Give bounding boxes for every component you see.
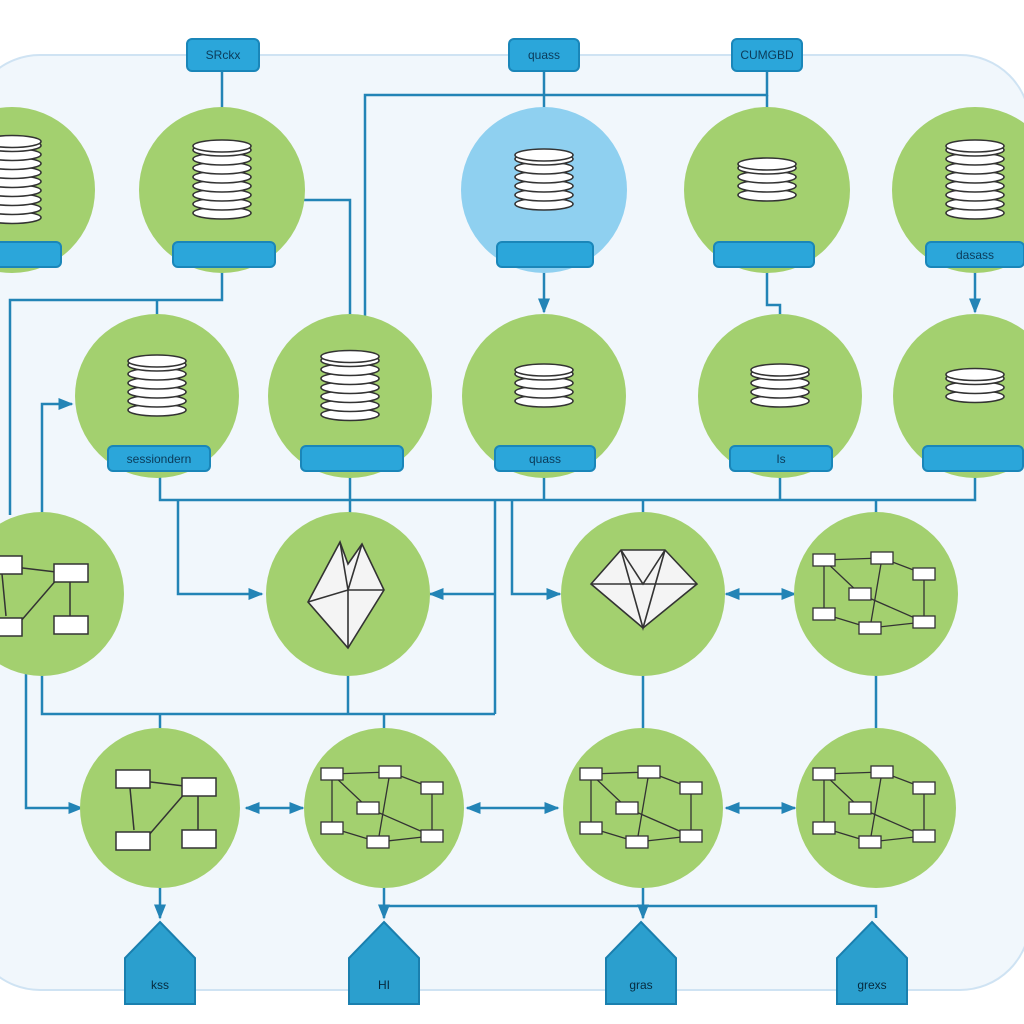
database-icon [737, 157, 797, 202]
database-icon [192, 139, 252, 220]
node-row2-2[interactable] [462, 314, 626, 478]
node-row4-0[interactable] [80, 728, 240, 888]
connector [158, 472, 977, 502]
database-icon [127, 354, 187, 417]
node-label-r2-4[interactable] [922, 445, 1024, 472]
node-label-r2-0[interactable]: sessiondern [107, 445, 211, 472]
network-graph-icon [812, 551, 936, 635]
database-icon [514, 148, 574, 211]
node-circle [80, 728, 240, 888]
output-label: kss [151, 978, 169, 992]
flowchart-icon [0, 555, 89, 637]
connector [765, 268, 782, 318]
node-label-r1-1[interactable] [172, 241, 276, 268]
database-icon [750, 363, 810, 408]
flowchart-icon [115, 769, 217, 851]
connector [24, 672, 84, 814]
output-node-kss[interactable]: kss [123, 920, 197, 1006]
output-node-grexs[interactable]: grexs [835, 920, 909, 1006]
node-label-r1-0[interactable] [0, 241, 62, 268]
node-row4-1[interactable] [304, 728, 464, 888]
node-label-r2-3[interactable]: Is [729, 445, 833, 472]
output-node-gras[interactable]: gras [604, 920, 678, 1006]
connector [8, 268, 224, 515]
database-icon [514, 363, 574, 408]
node-row1-2[interactable] [461, 107, 627, 273]
node-row2-3[interactable] [698, 314, 862, 478]
node-row4-3[interactable] [796, 728, 956, 888]
node-row1-3[interactable] [684, 107, 850, 273]
node-row1-1[interactable] [139, 107, 305, 273]
connector [40, 398, 74, 520]
top-label-srckx[interactable]: SRckx [186, 38, 260, 72]
output-node-hi[interactable]: HI [347, 920, 421, 1006]
connector [40, 672, 495, 716]
node-row3-0[interactable] [0, 512, 124, 676]
database-icon [945, 367, 1005, 404]
output-shape [348, 920, 420, 1005]
node-row2-4[interactable] [893, 314, 1024, 478]
database-icon [945, 139, 1005, 220]
node-row2-0[interactable] [75, 314, 239, 478]
crystal-icon [307, 540, 385, 650]
node-row1-0[interactable] [0, 107, 95, 273]
connector [176, 500, 264, 600]
node-row3-1[interactable] [266, 512, 430, 676]
database-icon [320, 349, 380, 422]
output-label: grexs [857, 978, 887, 992]
connectors [8, 72, 981, 920]
node-row1-4[interactable] [892, 107, 1024, 273]
connector [384, 904, 878, 918]
network-graph-icon [320, 765, 444, 849]
database-icon [0, 134, 42, 225]
top-label-cumgbd[interactable]: CUMGBD [731, 38, 803, 72]
node-row3-2[interactable] [561, 512, 725, 676]
network-graph-icon [812, 765, 936, 849]
connector [363, 72, 769, 318]
output-shape [605, 920, 677, 1005]
connector [300, 198, 352, 318]
diamond-icon [589, 549, 699, 631]
output-label: gras [629, 978, 653, 992]
output-label: HI [378, 978, 390, 992]
output-shape [124, 920, 196, 1005]
node-label-r2-1[interactable] [300, 445, 404, 472]
node-label-r1-4[interactable]: dasass [925, 241, 1024, 268]
node-label-r1-2[interactable] [496, 241, 594, 268]
top-label-quass[interactable]: quass [508, 38, 580, 72]
node-row3-3[interactable] [794, 512, 958, 676]
nodes-layer [0, 107, 1024, 888]
node-label-r1-3[interactable] [713, 241, 815, 268]
network-graph-icon [579, 765, 703, 849]
node-label-r2-2[interactable]: quass [494, 445, 596, 472]
output-shape [836, 920, 908, 1005]
node-row4-2[interactable] [563, 728, 723, 888]
node-circle [0, 512, 124, 676]
node-row2-1[interactable] [268, 314, 432, 478]
connector [510, 500, 562, 600]
